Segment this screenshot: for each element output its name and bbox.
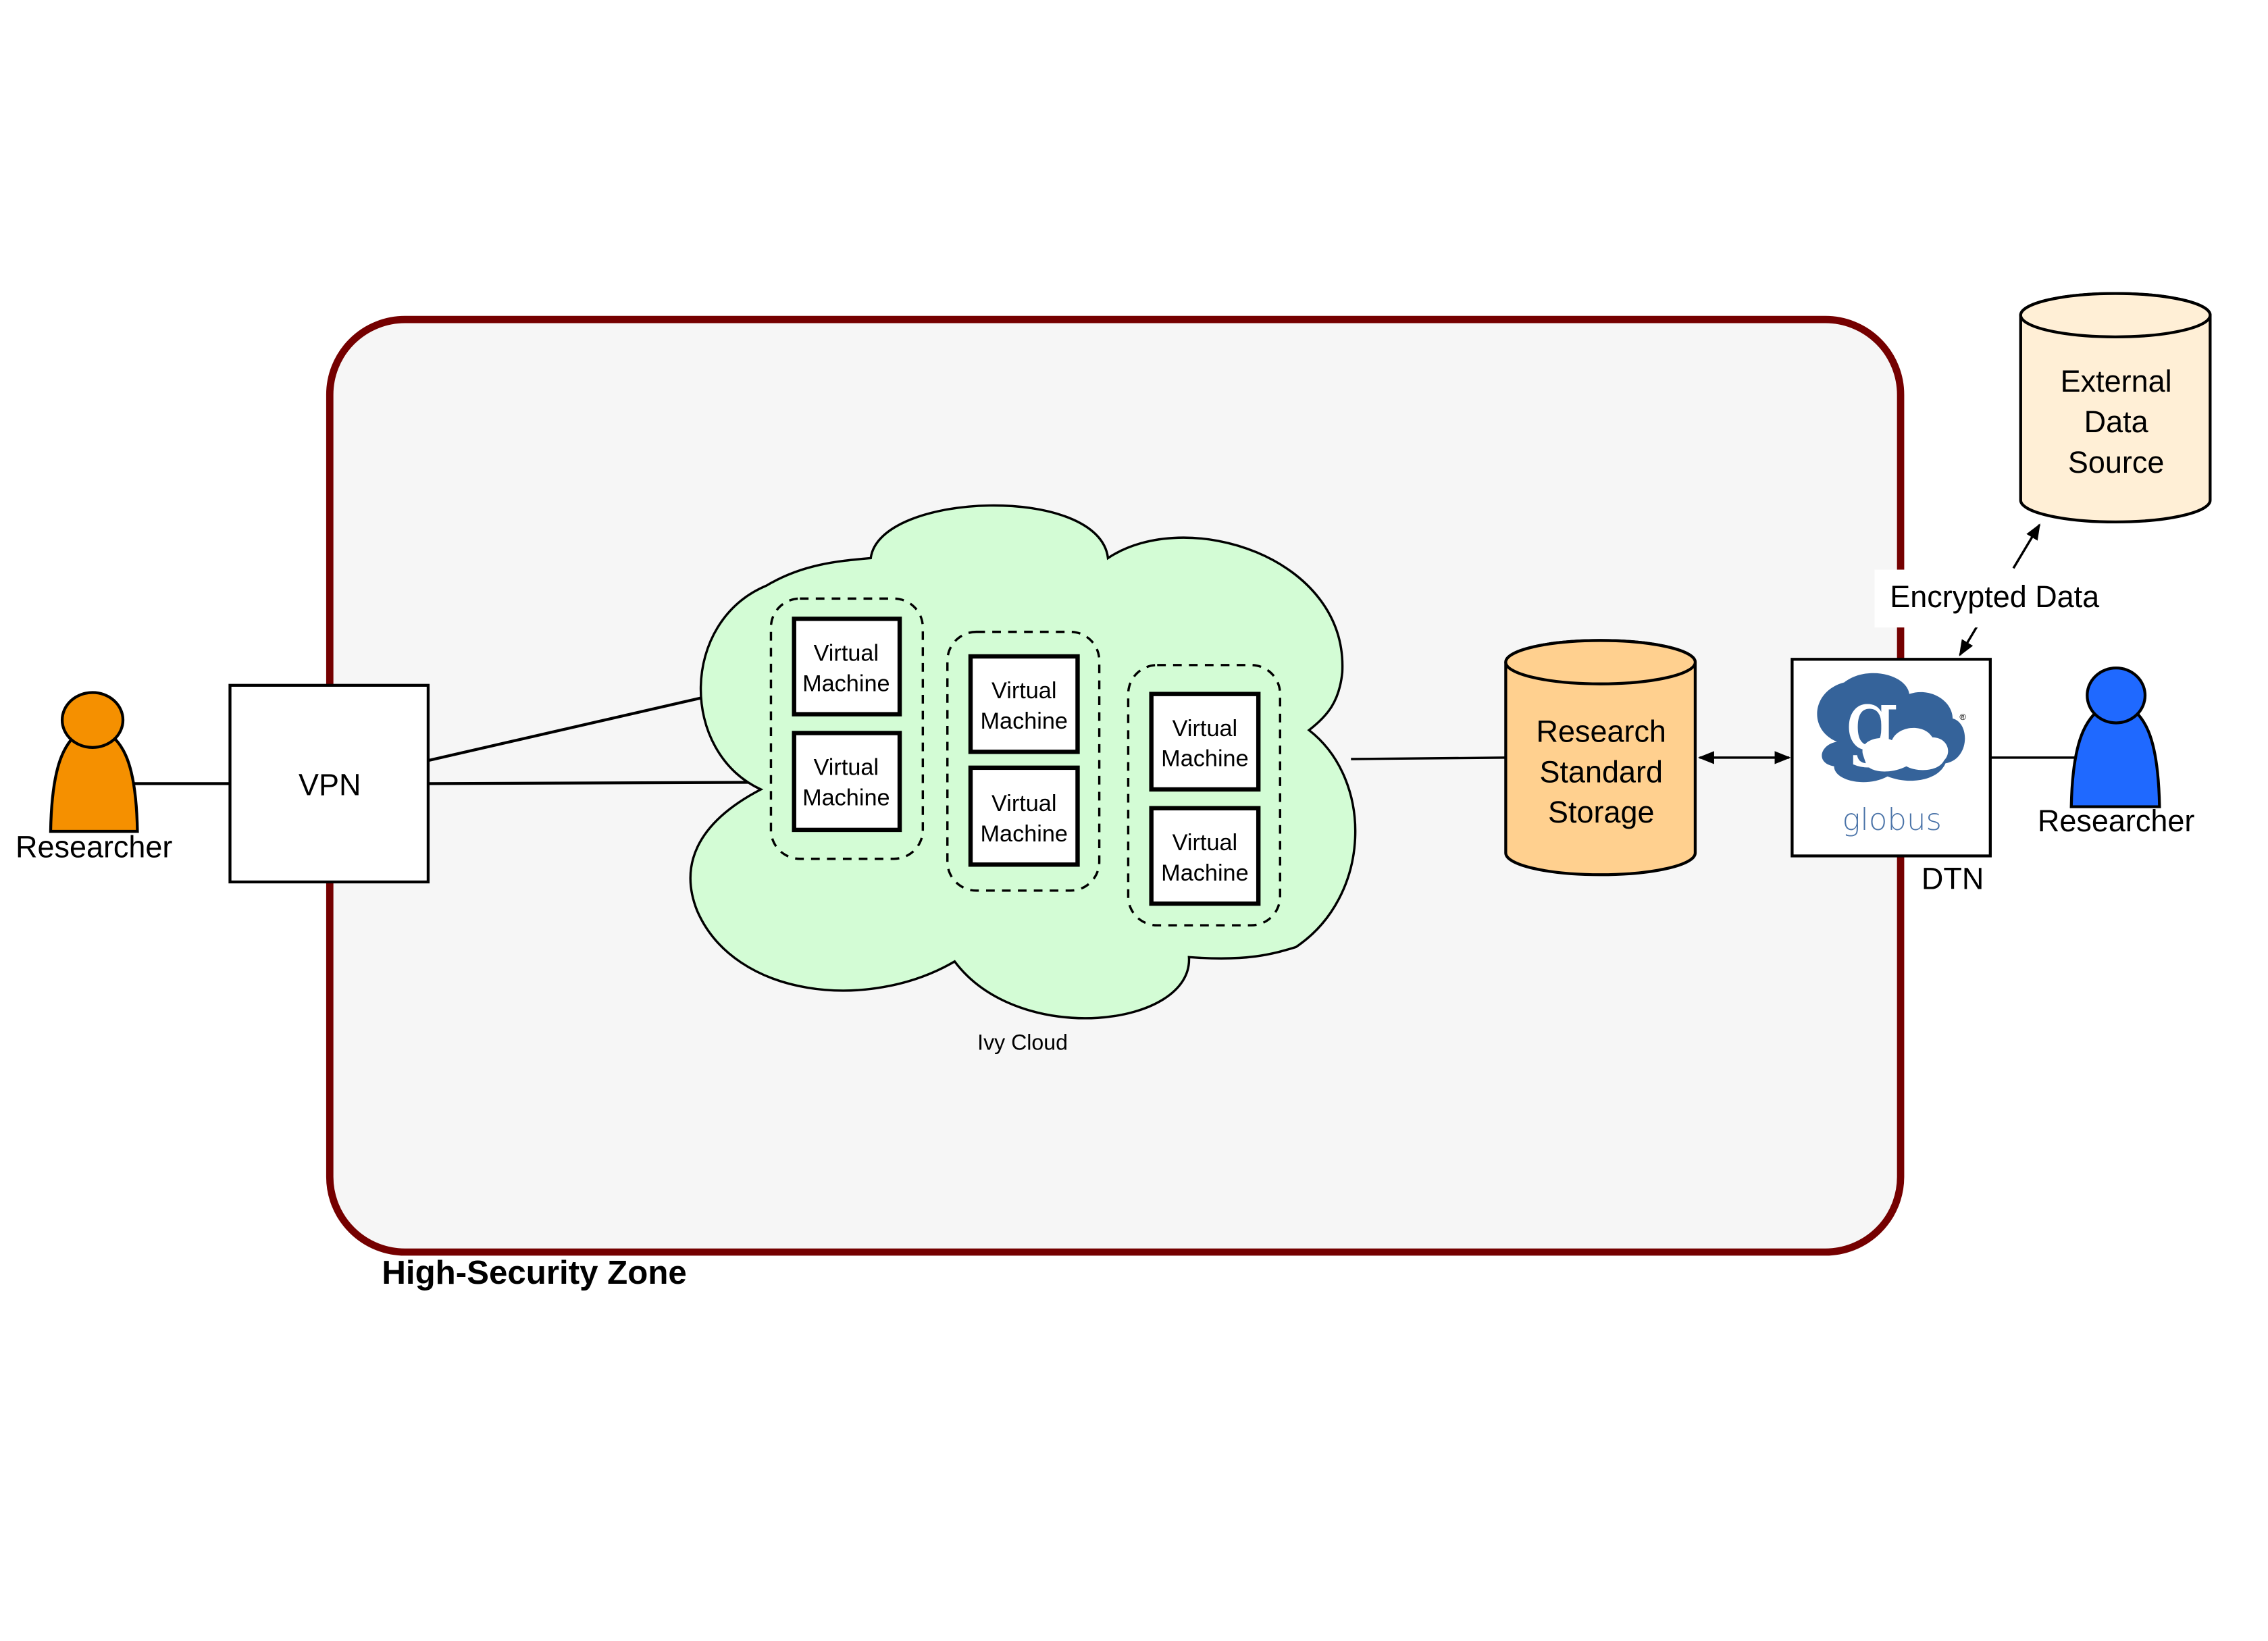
vpn-label: VPN <box>299 768 361 802</box>
edge-cloud-storage[interactable] <box>1351 756 1506 760</box>
vm-label-line1: Virtual <box>814 640 879 666</box>
vm-label-line1: Virtual <box>1172 716 1237 741</box>
vm-group-boundary <box>946 630 1101 892</box>
storage-cylinder-top <box>1504 639 1697 685</box>
virtual-machine[interactable]: Virtual Machine <box>1149 692 1261 792</box>
vm-box <box>968 654 1080 754</box>
virtual-machine[interactable]: Virtual Machine <box>792 731 902 833</box>
external-cylinder-top <box>2019 292 2212 338</box>
vm-label-line2: Machine <box>1161 860 1248 886</box>
storage-label-line1: Research <box>1537 714 1666 748</box>
virtual-machine[interactable]: Virtual Machine <box>1149 806 1261 906</box>
vm-label-line2: Machine <box>980 821 1067 847</box>
researcher-right-label: Researcher <box>2038 804 2194 838</box>
vpn-box <box>228 683 430 884</box>
dtn-label: DTN <box>1922 862 1984 896</box>
external-label-line2: Data <box>2084 405 2148 439</box>
globus-wordmark: globus <box>1842 802 1941 837</box>
vpn-node[interactable]: VPN <box>228 683 430 884</box>
researcher-left[interactable]: Researcher <box>16 691 172 864</box>
vm-box <box>1149 692 1261 792</box>
vm-group-boundary <box>769 597 925 860</box>
research-standard-storage[interactable]: Research Standard Storage <box>1504 639 1697 877</box>
vm-group[interactable]: Virtual Machine Virtual Machine <box>946 630 1101 892</box>
storage-label-line2: Standard <box>1539 754 1662 789</box>
vm-label-line2: Machine <box>802 671 890 696</box>
vm-label-line2: Machine <box>980 708 1067 734</box>
vm-label-line2: Machine <box>1161 746 1248 772</box>
registered-mark: ® <box>1959 712 1966 722</box>
researcher-right[interactable]: Researcher <box>2038 666 2194 838</box>
external-data-source[interactable]: External Data Source <box>2019 292 2212 524</box>
cloud-label: Ivy Cloud <box>977 1030 1068 1054</box>
storage-label-line3: Storage <box>1548 795 1654 829</box>
dtn-node[interactable]: g ® globus DTN <box>1790 658 1992 896</box>
external-label-line1: External <box>2061 364 2172 398</box>
virtual-machine[interactable]: Virtual Machine <box>968 654 1080 754</box>
edge-vpn-vm2[interactable] <box>428 781 794 785</box>
external-label-line3: Source <box>2068 445 2164 479</box>
vm-group[interactable]: Virtual Machine Virtual Machine <box>769 597 925 860</box>
vm-group-boundary <box>1127 664 1282 927</box>
edge-encrypted-to-dtn[interactable] <box>1959 625 1979 656</box>
globus-g-letter: g <box>1845 672 1899 769</box>
vm-label-line1: Virtual <box>991 791 1056 816</box>
virtual-machine[interactable]: Virtual Machine <box>792 617 902 717</box>
researcher-left-label: Researcher <box>16 830 172 864</box>
zone-label: High-Security Zone <box>382 1254 686 1291</box>
globus-logo-icon: g ® globus <box>1817 672 1966 837</box>
vm-label-line1: Virtual <box>991 678 1056 704</box>
vm-label-line1: Virtual <box>1172 830 1237 856</box>
person-icon-head <box>2086 666 2147 725</box>
connectors <box>133 523 2079 785</box>
virtual-machine[interactable]: Virtual Machine <box>968 765 1080 867</box>
vm-label-line1: Virtual <box>814 755 879 781</box>
edge-encrypted-to-external[interactable] <box>2012 523 2041 569</box>
vm-box <box>792 731 902 833</box>
vm-group[interactable]: Virtual Machine Virtual Machine <box>1127 664 1282 927</box>
encrypted-data-edge-label: Encrypted Data <box>1874 569 2121 628</box>
vm-label-line2: Machine <box>802 785 890 811</box>
ivy-cloud[interactable]: Ivy Cloud Virtual Machine Virtual Machin… <box>689 504 1357 1054</box>
vm-box <box>1149 806 1261 906</box>
vm-box <box>968 765 1080 867</box>
encrypted-data-label: Encrypted Data <box>1890 579 2099 614</box>
person-icon-head <box>60 691 125 750</box>
vm-box <box>792 617 902 717</box>
